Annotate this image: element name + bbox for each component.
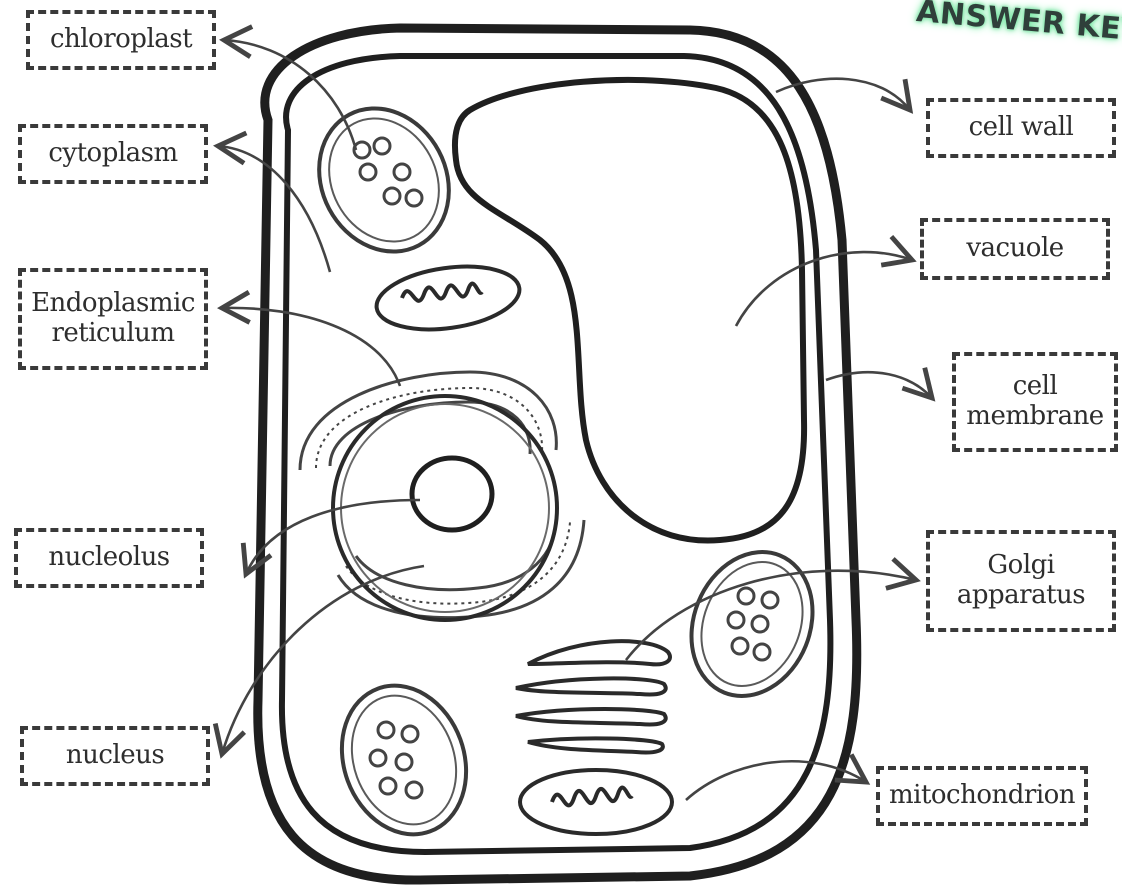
label-golgi-apparatus: Golgi apparatus (926, 530, 1116, 632)
nucleus-shape (333, 396, 557, 620)
chloroplast-bottom (322, 668, 487, 852)
label-nucleus-text: nucleus (66, 741, 164, 771)
mitochondrion-top (373, 258, 524, 337)
label-cell-wall: cell wall (926, 98, 1116, 158)
label-chloroplast: chloroplast (26, 10, 216, 70)
label-golgi-apparatus-text: Golgi apparatus (957, 551, 1085, 611)
arrow-cytoplasm (218, 146, 330, 272)
cell-membrane-outline (282, 56, 830, 852)
arrow-cell-membrane (826, 372, 932, 398)
label-cell-membrane-text: cell membrane (966, 372, 1103, 432)
label-endoplasmic-reticulum-text: Endoplasmic reticulum (31, 289, 195, 349)
golgi-apparatus-shape (516, 641, 670, 752)
arrow-endoplasmic-reticulum (222, 308, 400, 386)
label-cell-membrane: cell membrane (952, 352, 1118, 452)
label-cytoplasm: cytoplasm (18, 124, 208, 184)
label-cytoplasm-text: cytoplasm (48, 139, 177, 169)
mitochondrion-bottom (520, 770, 672, 834)
arrow-nucleolus (246, 500, 420, 574)
label-chloroplast-text: chloroplast (50, 25, 192, 55)
arrow-golgi-apparatus (626, 571, 916, 660)
chloroplast-right (671, 534, 834, 715)
arrow-vacuole (736, 252, 912, 326)
label-mitochondrion-text: mitochondrion (889, 781, 1075, 811)
arrow-cell-wall (776, 79, 910, 110)
label-nucleolus: nucleolus (14, 528, 204, 588)
label-mitochondrion: mitochondrion (876, 766, 1088, 826)
label-vacuole: vacuole (920, 218, 1110, 280)
label-nucleus: nucleus (20, 726, 210, 786)
label-cell-wall-text: cell wall (969, 113, 1074, 143)
label-endoplasmic-reticulum: Endoplasmic reticulum (18, 268, 208, 370)
label-nucleolus-text: nucleolus (48, 543, 169, 573)
label-vacuole-text: vacuole (966, 234, 1063, 264)
